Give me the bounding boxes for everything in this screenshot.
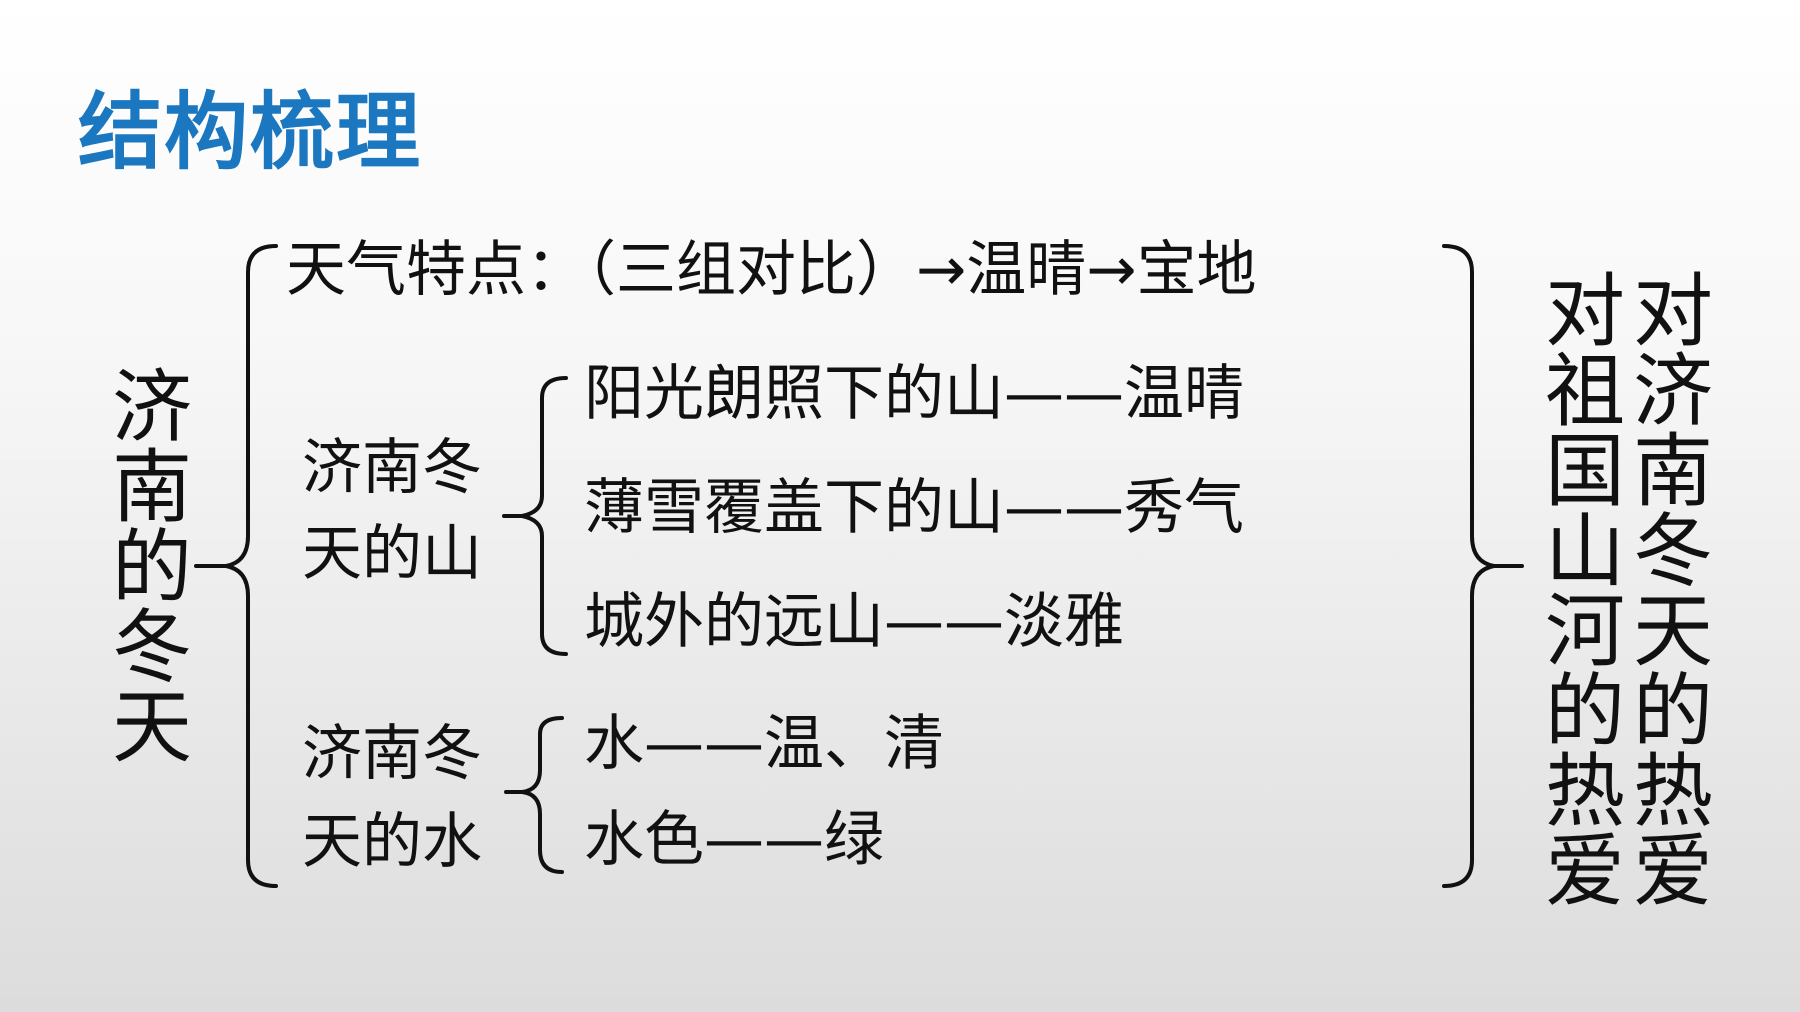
weather-warm: 温晴 [966, 235, 1087, 305]
mountain-item: 阳光朗照下的山——温晴 [584, 364, 1244, 424]
mountain-item: 城外的远山——淡雅 [584, 592, 1124, 652]
root-label: 济南的冬天 [112, 361, 192, 774]
weather-label: 天气特点： [286, 235, 586, 305]
water-label-line2: 天的水 [302, 807, 482, 877]
right-brace [1442, 244, 1524, 888]
arrow-icon: → [916, 235, 967, 305]
mountain-item-trait: 淡雅 [1004, 587, 1124, 657]
dash-separator: —— [704, 805, 824, 875]
water-item-trait: 绿 [824, 805, 884, 875]
mountain-item-trait: 秀气 [1124, 473, 1244, 543]
mountain-brace [502, 376, 568, 656]
weather-contrast: （三组对比） [586, 235, 916, 305]
dash-separator: —— [1004, 359, 1124, 429]
dash-separator: —— [644, 709, 764, 779]
water-item: 水色——绿 [584, 810, 884, 870]
main-left-brace [194, 244, 278, 888]
water-item-trait: 温、清 [764, 709, 944, 779]
mountain-item-name: 薄雪覆盖下的山 [584, 473, 1004, 543]
water-item-name: 水 [584, 709, 644, 779]
water-label-line1: 济南冬 [302, 719, 482, 789]
arrow-icon: → [1086, 235, 1137, 305]
conclusion-love-country: 对祖国山河的热爱 [1545, 265, 1625, 918]
weather-treasure: 宝地 [1136, 235, 1257, 305]
conclusion-love-jinan: 对济南冬天的热爱 [1633, 265, 1713, 918]
page-title: 结构梳理 [78, 83, 423, 181]
mountain-item-name: 城外的远山 [584, 587, 884, 657]
mountain-item: 薄雪覆盖下的山——秀气 [584, 478, 1244, 538]
mountain-label-line1: 济南冬 [302, 433, 482, 503]
weather-row: 天气特点：（三组对比）→温晴→宝地 [286, 240, 1257, 300]
dash-separator: —— [884, 587, 1004, 657]
mountain-item-name: 阳光朗照下的山 [584, 359, 1004, 429]
mountain-item-trait: 温晴 [1124, 359, 1244, 429]
water-item-name: 水色 [584, 805, 704, 875]
water-brace [504, 716, 564, 874]
water-item: 水——温、清 [584, 714, 944, 774]
mountain-label-line2: 天的山 [302, 519, 482, 589]
dash-separator: —— [1004, 473, 1124, 543]
